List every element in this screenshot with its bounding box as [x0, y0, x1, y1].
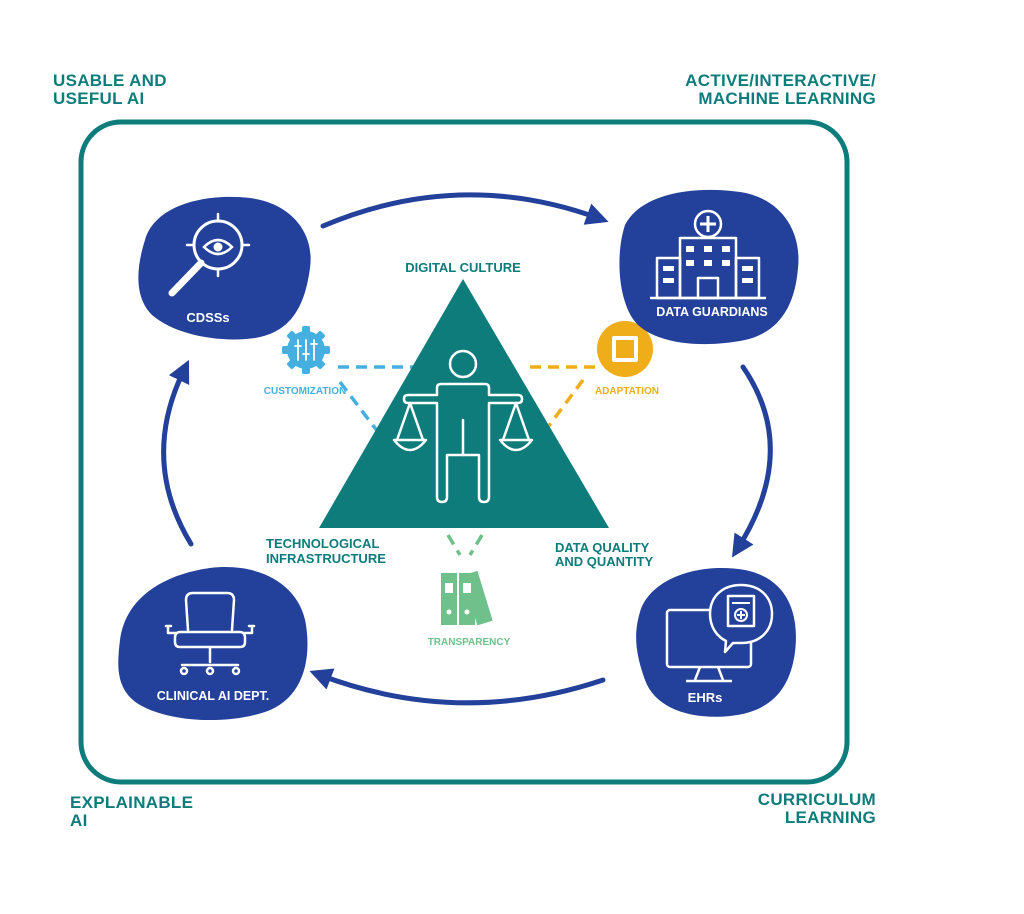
binders-icon — [441, 570, 493, 626]
outer-frame — [78, 119, 850, 785]
blob-shape — [619, 189, 799, 345]
hospital-icon — [650, 209, 766, 300]
corner-line: LEARNING — [784, 808, 876, 827]
label-technological-infrastructure-line: INFRASTRUCTURE — [266, 551, 386, 566]
corner-line: USEFUL AI — [53, 89, 145, 108]
triangle-labels: DIGITAL CULTURE TECHNOLOGICAL INFRASTRUC… — [266, 260, 654, 569]
adaptation-node: ADAPTATION — [595, 321, 659, 397]
label-cdss: CDSSs — [186, 310, 229, 325]
label-ehrs: EHRs — [688, 690, 723, 705]
corner-line: AI — [70, 811, 88, 830]
cycle-arrows — [161, 192, 773, 706]
magnifier-eye-icon — [168, 212, 251, 297]
corner-label-active-machine-learning: ACTIVE/INTERACTIVE/ MACHINE LEARNING — [640, 72, 876, 108]
dashed-connectors — [338, 365, 597, 556]
arrow-guardians-to-ehrs — [731, 364, 773, 558]
clinical-ai-node: CLINICAL AI DEPT. — [118, 567, 308, 721]
customization-node: CUSTOMIZATION — [264, 326, 346, 397]
corner-line: CURRICULUM — [757, 790, 876, 809]
person-scales-icon — [392, 349, 534, 504]
gear-sliders-icon — [282, 326, 330, 374]
corner-line: MACHINE LEARNING — [698, 89, 876, 108]
corner-label-usable-useful-ai: USABLE AND USEFUL AI — [53, 72, 167, 108]
central-triangle — [319, 279, 609, 528]
arrow-cdss-to-guardians — [320, 192, 609, 229]
label-adaptation: ADAPTATION — [595, 386, 659, 397]
dash-transparency — [446, 534, 484, 556]
monitor-records-icon — [665, 583, 774, 683]
ehrs-node: EHRs — [636, 567, 796, 717]
dash-customization — [338, 365, 420, 434]
cdss-node: CDSSs — [138, 196, 311, 340]
label-data-quality-line: AND QUANTITY — [555, 554, 654, 569]
corner-line: USABLE AND — [53, 71, 167, 90]
arrow-clinical-to-cdss — [161, 359, 194, 547]
corner-label-curriculum-learning: CURRICULUM LEARNING — [640, 791, 876, 827]
transparency-node: TRANSPARENCY — [428, 570, 511, 648]
corner-label-explainable-ai: EXPLAINABLE AI — [70, 794, 193, 830]
label-digital-culture: DIGITAL CULTURE — [405, 260, 521, 275]
corner-line: ACTIVE/INTERACTIVE/ — [685, 71, 876, 90]
blob-shape — [118, 567, 308, 721]
corner-line: EXPLAINABLE — [70, 793, 194, 812]
label-transparency: TRANSPARENCY — [428, 637, 511, 648]
square-badge-icon — [597, 321, 653, 377]
label-clinical-ai: CLINICAL AI DEPT. — [157, 689, 270, 703]
label-customization: CUSTOMIZATION — [264, 386, 346, 397]
dash-adaptation — [530, 365, 597, 429]
label-technological-infrastructure-line: TECHNOLOGICAL — [266, 536, 379, 551]
office-chair-icon — [164, 591, 256, 676]
arrow-ehrs-to-clinical — [309, 668, 606, 706]
data-guardians-node: DATA GUARDIANS — [619, 189, 799, 345]
label-data-guardians: DATA GUARDIANS — [656, 305, 768, 319]
label-data-quality-line: DATA QUALITY — [555, 540, 650, 555]
